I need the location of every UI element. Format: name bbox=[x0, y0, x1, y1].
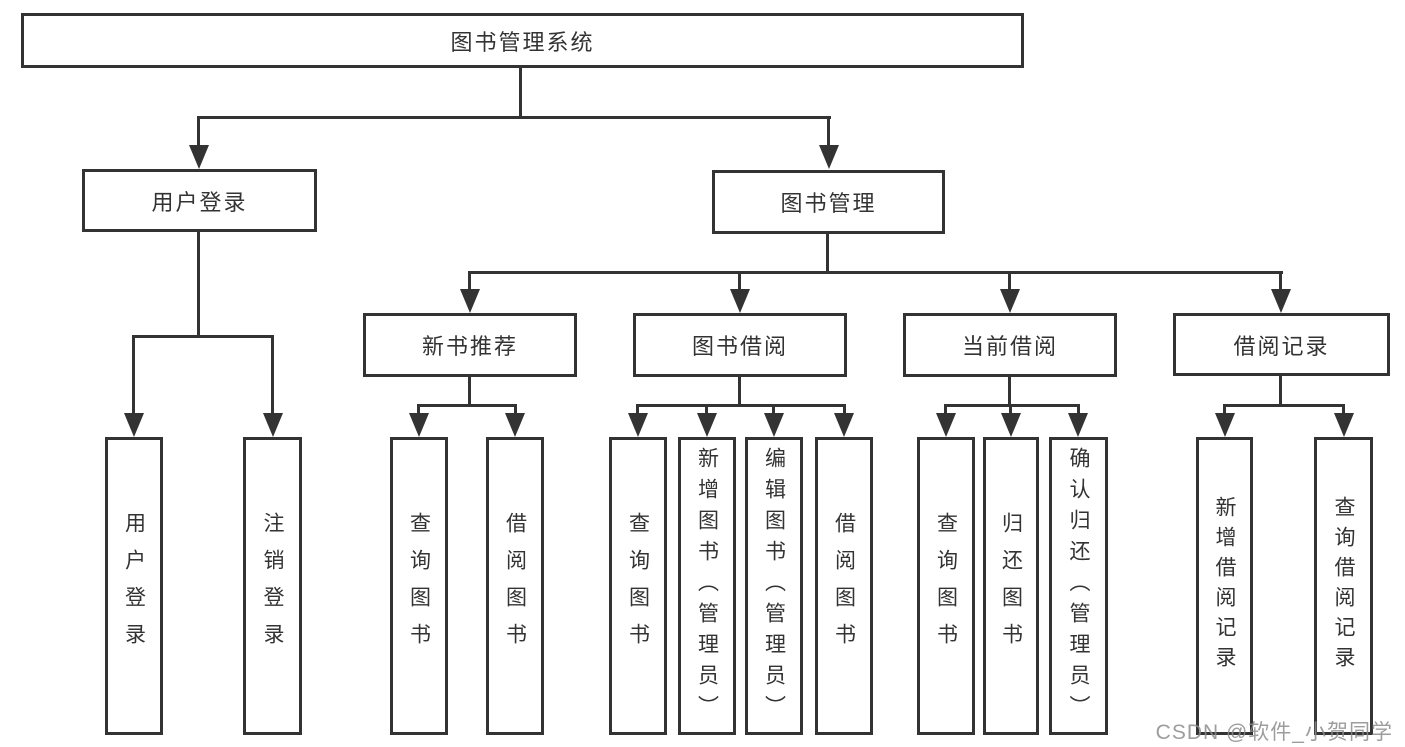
node-user-login-label: 用户登录 bbox=[151, 189, 248, 215]
leaf-borrow-books-borrowing: 借阅图书 bbox=[815, 437, 873, 735]
connector-bookmgmt-stub bbox=[826, 234, 829, 273]
arrow-down-icon bbox=[1334, 413, 1354, 437]
arrow-down-icon bbox=[460, 289, 480, 313]
node-current-borrowing-label: 当前借阅 bbox=[961, 334, 1058, 359]
connector-stem bbox=[944, 406, 947, 413]
connector-split-level1 bbox=[197, 116, 831, 119]
connector-split-level3 bbox=[468, 271, 1283, 274]
node-book-management-label: 图书管理 bbox=[780, 191, 877, 216]
leaf-query-books-recommend-label: 查询图书 bbox=[407, 512, 431, 660]
node-root-label: 图书管理系统 bbox=[450, 29, 595, 55]
leaf-borrow-books-recommend: 借阅图书 bbox=[486, 437, 544, 735]
connector-stem bbox=[271, 337, 274, 413]
leaf-add-borrow-record: 新增借阅记录 bbox=[1196, 437, 1253, 735]
arrow-down-icon bbox=[1068, 413, 1088, 437]
connector-stem bbox=[197, 118, 200, 145]
connector-stem bbox=[738, 273, 741, 289]
connector-userlogin-stub bbox=[197, 232, 200, 337]
connector-root-stub bbox=[519, 68, 522, 118]
node-new-book-recommend: 新书推荐 bbox=[363, 313, 577, 377]
leaf-edit-book-admin-label: 编辑图书（管理员） bbox=[762, 446, 786, 726]
leaf-query-books-borrowing: 查询图书 bbox=[609, 437, 667, 735]
node-book-borrowing-label: 图书借阅 bbox=[691, 334, 788, 359]
node-borrowing-records: 借阅记录 bbox=[1173, 313, 1390, 376]
connector-stem bbox=[827, 118, 830, 145]
arrow-down-icon bbox=[819, 145, 839, 169]
leaf-borrow-books-borrowing-label: 借阅图书 bbox=[832, 512, 856, 660]
connector-stem bbox=[132, 337, 135, 413]
connector-split-group3 bbox=[944, 404, 1080, 407]
leaf-edit-book-admin: 编辑图书（管理员） bbox=[745, 437, 803, 735]
leaf-logout: 注销登录 bbox=[243, 437, 302, 735]
leaf-user-login: 用户登录 bbox=[105, 437, 163, 735]
arrow-down-icon bbox=[189, 145, 209, 169]
connector-stem bbox=[1279, 273, 1282, 289]
connector-group-stub bbox=[468, 377, 471, 406]
leaf-return-book: 归还图书 bbox=[983, 437, 1039, 735]
connector-stem bbox=[514, 406, 517, 413]
connector-split-group2 bbox=[636, 404, 846, 407]
connector-stem bbox=[636, 406, 639, 413]
arrow-down-icon bbox=[1001, 413, 1021, 437]
node-borrowing-records-label: 借阅记录 bbox=[1233, 333, 1330, 359]
leaf-return-book-label: 归还图书 bbox=[999, 512, 1023, 660]
connector-stem bbox=[772, 406, 775, 413]
arrow-down-icon bbox=[1271, 289, 1291, 313]
node-book-management: 图书管理 bbox=[712, 170, 945, 234]
connector-group-stub bbox=[1279, 376, 1282, 406]
arrow-down-icon bbox=[764, 413, 784, 437]
connector-group-stub bbox=[1008, 377, 1011, 406]
arrow-down-icon bbox=[730, 289, 750, 313]
leaf-query-books-current-label: 查询图书 bbox=[934, 512, 958, 660]
connector-stem bbox=[417, 406, 420, 413]
leaf-logout-label: 注销登录 bbox=[261, 512, 284, 660]
arrow-down-icon bbox=[628, 413, 648, 437]
connector-split-userlogin bbox=[132, 335, 274, 338]
connector-stem bbox=[1342, 406, 1345, 413]
node-book-borrowing: 图书借阅 bbox=[633, 313, 847, 377]
arrow-down-icon bbox=[697, 413, 717, 437]
connector-stem bbox=[705, 406, 708, 413]
connector-stem bbox=[1223, 406, 1226, 413]
leaf-add-borrow-record-label: 新增借阅记录 bbox=[1213, 496, 1236, 676]
leaf-query-books-borrowing-label: 查询图书 bbox=[626, 512, 650, 660]
connector-split-group4 bbox=[1223, 404, 1345, 407]
arrow-down-icon bbox=[1215, 413, 1235, 437]
connector-stem bbox=[1077, 406, 1080, 413]
node-current-borrowing: 当前借阅 bbox=[903, 313, 1117, 377]
node-user-login: 用户登录 bbox=[82, 169, 317, 232]
leaf-add-book-admin-label: 新增图书（管理员） bbox=[695, 446, 719, 726]
arrow-down-icon bbox=[263, 413, 283, 437]
leaf-add-book-admin: 新增图书（管理员） bbox=[678, 437, 736, 735]
arrow-down-icon bbox=[834, 413, 854, 437]
arrow-down-icon bbox=[505, 413, 525, 437]
node-root: 图书管理系统 bbox=[21, 13, 1024, 68]
leaf-user-login-label: 用户登录 bbox=[122, 512, 146, 660]
connector-stem bbox=[1009, 406, 1012, 413]
leaf-query-books-recommend: 查询图书 bbox=[390, 437, 448, 735]
leaf-borrow-books-recommend-label: 借阅图书 bbox=[503, 512, 527, 660]
connector-stem bbox=[1008, 273, 1011, 289]
arrow-down-icon bbox=[1000, 289, 1020, 313]
watermark-text: CSDN @软件_小贺同学 bbox=[1155, 721, 1393, 744]
node-new-book-recommend-label: 新书推荐 bbox=[421, 334, 518, 359]
arrow-down-icon bbox=[124, 413, 144, 437]
leaf-query-borrow-record-label: 查询借阅记录 bbox=[1332, 496, 1355, 676]
leaf-query-books-current: 查询图书 bbox=[917, 437, 975, 735]
connector-split-group1 bbox=[417, 404, 517, 407]
connector-stem bbox=[843, 406, 846, 413]
leaf-query-borrow-record: 查询借阅记录 bbox=[1314, 437, 1373, 735]
connector-stem bbox=[468, 273, 471, 289]
arrow-down-icon bbox=[409, 413, 429, 437]
connector-group-stub bbox=[738, 377, 741, 406]
leaf-confirm-return-admin: 确认归还（管理员） bbox=[1049, 437, 1108, 735]
leaf-confirm-return-admin-label: 确认归还（管理员） bbox=[1067, 446, 1090, 726]
arrow-down-icon bbox=[936, 413, 956, 437]
